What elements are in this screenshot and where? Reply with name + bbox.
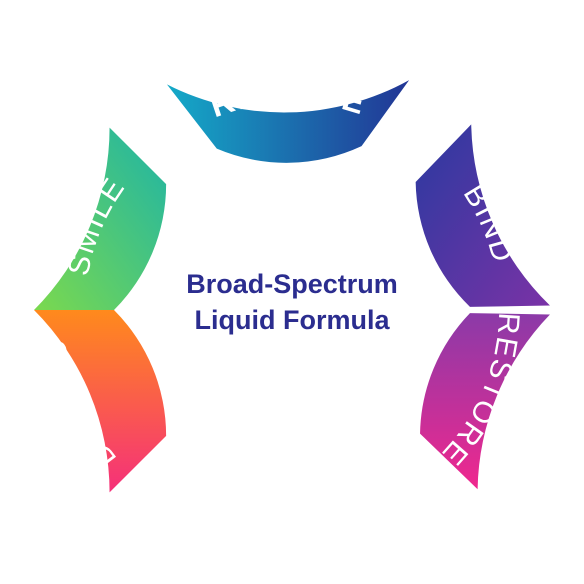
segment-smile xyxy=(34,127,167,310)
center-title-line-1: Broad-Spectrum xyxy=(186,269,398,299)
center-title: Broad-Spectrum Liquid Formula xyxy=(92,266,492,338)
segment-remove xyxy=(166,80,410,163)
segment-restore xyxy=(420,313,550,490)
segment-bind xyxy=(415,124,550,307)
center-title-line-2: Liquid Formula xyxy=(194,305,390,335)
segment-defend xyxy=(34,310,167,493)
